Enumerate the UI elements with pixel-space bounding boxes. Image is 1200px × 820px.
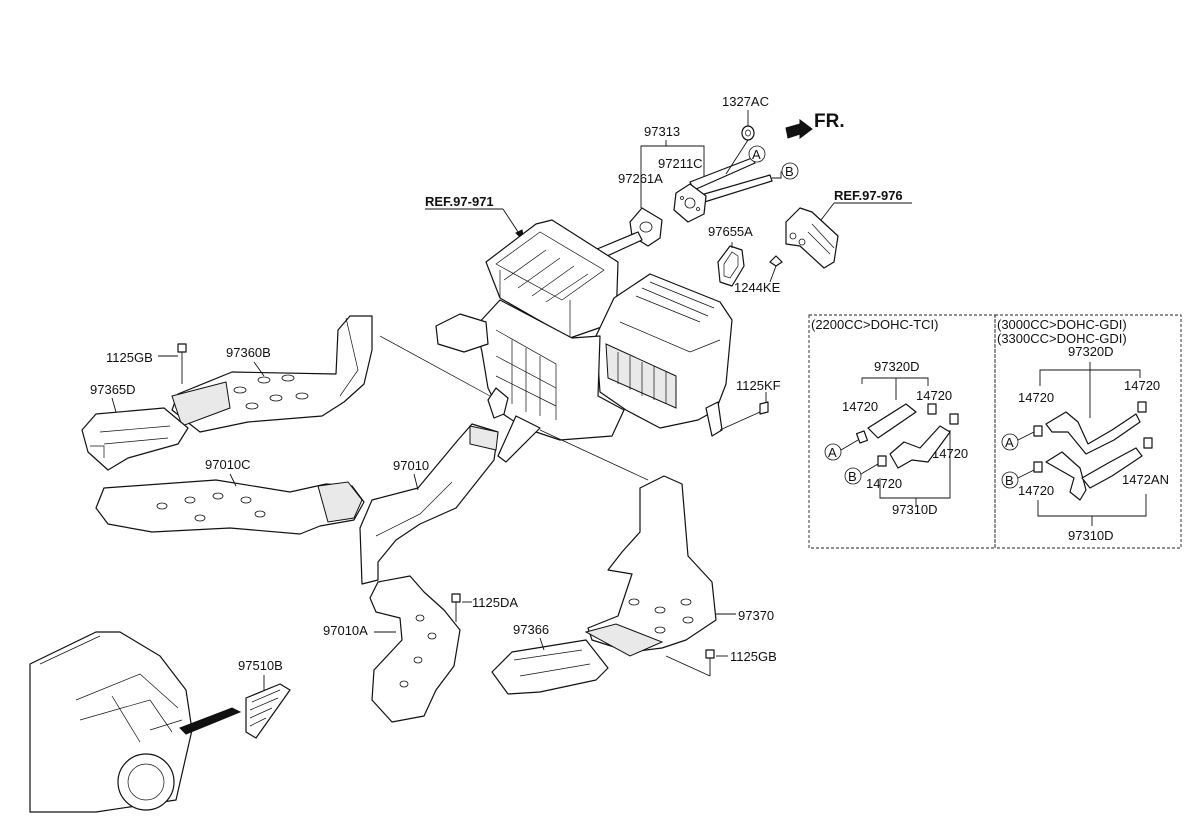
inset-3000cc-97320d: 97320D — [1068, 344, 1114, 359]
front-direction-indicator: FR. — [785, 111, 845, 139]
vehicle-outline — [29, 631, 193, 813]
duct-97010a: 97010A — [323, 575, 461, 723]
label-97365d: 97365D — [90, 382, 136, 397]
label-97370: 97370 — [738, 608, 774, 623]
label-1125da: 1125DA — [472, 595, 518, 610]
ref-976[interactable]: REF.97-976 — [814, 188, 912, 230]
label-97010a: 97010A — [323, 623, 368, 638]
label-97261a: 97261A — [618, 171, 663, 186]
duct-97370: 97370 — [584, 475, 774, 657]
duct-97010c: 97010C — [95, 457, 365, 535]
vent-97510b: 97510B — [179, 658, 291, 739]
connector-a-top: A — [752, 147, 761, 162]
ref-976-label[interactable]: REF.97-976 — [834, 188, 903, 203]
pipe-connectors-top: A B — [689, 139, 799, 205]
label-97010: 97010 — [393, 458, 429, 473]
inset-2200cc-14720-b: 14720 — [916, 388, 952, 403]
label-97211c: 97211C — [658, 156, 703, 171]
inset-3000cc-connector-a: A — [1005, 435, 1014, 450]
inset-3000cc-1472an: 1472AN — [1122, 472, 1169, 487]
label-97655a: 97655A — [708, 224, 753, 239]
bolt-1125gb-bottom: 1125GB — [665, 649, 777, 677]
inset-3000cc-14720-b: 14720 — [1124, 378, 1160, 393]
inset-2200cc-97320d: 97320D — [874, 359, 920, 374]
label-97010c: 97010C — [205, 457, 251, 472]
bolt-1125gb-top: 1125GB — [106, 343, 187, 384]
label-1327ac: 1327AC — [722, 94, 769, 109]
inset-3000cc-14720-c: 14720 — [1018, 483, 1054, 498]
label-97313: 97313 — [644, 124, 680, 139]
duct-97360b: 97360B — [171, 315, 373, 433]
label-1125gb-bottom: 1125GB — [730, 649, 777, 664]
ref-971[interactable]: REF.97-971 — [425, 194, 525, 243]
bolt-1125kf: 1125KF — [719, 378, 781, 431]
inset-2200cc-14720-a: 14720 — [842, 399, 878, 414]
inset-box-2200cc: (2200CC>DOHC-TCI) 97320D 14720 14720 147… — [808, 314, 996, 549]
inset-2200cc-97310d: 97310D — [892, 502, 938, 517]
label-1125gb-top: 1125GB — [106, 350, 153, 365]
bolt-1125da: 1125DA — [451, 593, 518, 622]
expansion-valve — [785, 207, 839, 269]
inset-3000cc-97310d: 97310D — [1068, 528, 1114, 543]
bracket-97366: 97366 — [491, 622, 609, 695]
duct-97010: 97010 — [359, 423, 499, 585]
seal-97655a: 97655A — [708, 224, 753, 287]
inset-2200cc-connector-a: A — [828, 445, 837, 460]
connector-b-top: B — [785, 164, 794, 179]
label-97360b: 97360B — [226, 345, 271, 360]
nut-1327ac: 1327AC — [722, 94, 769, 141]
inset-2200cc-14720-d: 14720 — [866, 476, 902, 491]
ref-971-label[interactable]: REF.97-971 — [425, 194, 494, 209]
inset-2200cc-title: (2200CC>DOHC-TCI) — [811, 317, 939, 332]
label-1244ke: 1244KE — [734, 280, 781, 295]
inset-3000cc-title: (3000CC>DOHC-GDI) — [997, 317, 1127, 332]
label-97510b: 97510B — [238, 658, 283, 673]
bracket-97365d: 97365D — [81, 382, 189, 471]
screw-1244ke: 1244KE — [734, 255, 783, 295]
inset-3000cc-14720-a: 14720 — [1018, 390, 1054, 405]
label-1125kf: 1125KF — [736, 378, 781, 393]
hvac-main-case — [435, 219, 733, 463]
inset-box-3000cc-3300cc: (3000CC>DOHC-GDI) (3300CC>DOHC-GDI) 9732… — [994, 314, 1182, 549]
inset-3000cc-connector-b: B — [1005, 473, 1014, 488]
label-97366: 97366 — [513, 622, 549, 637]
front-label: FR. — [814, 111, 845, 132]
inset-3300cc-title: (3300CC>DOHC-GDI) — [997, 331, 1127, 346]
front-arrow-icon — [785, 119, 813, 139]
inset-2200cc-connector-b: B — [848, 469, 857, 484]
